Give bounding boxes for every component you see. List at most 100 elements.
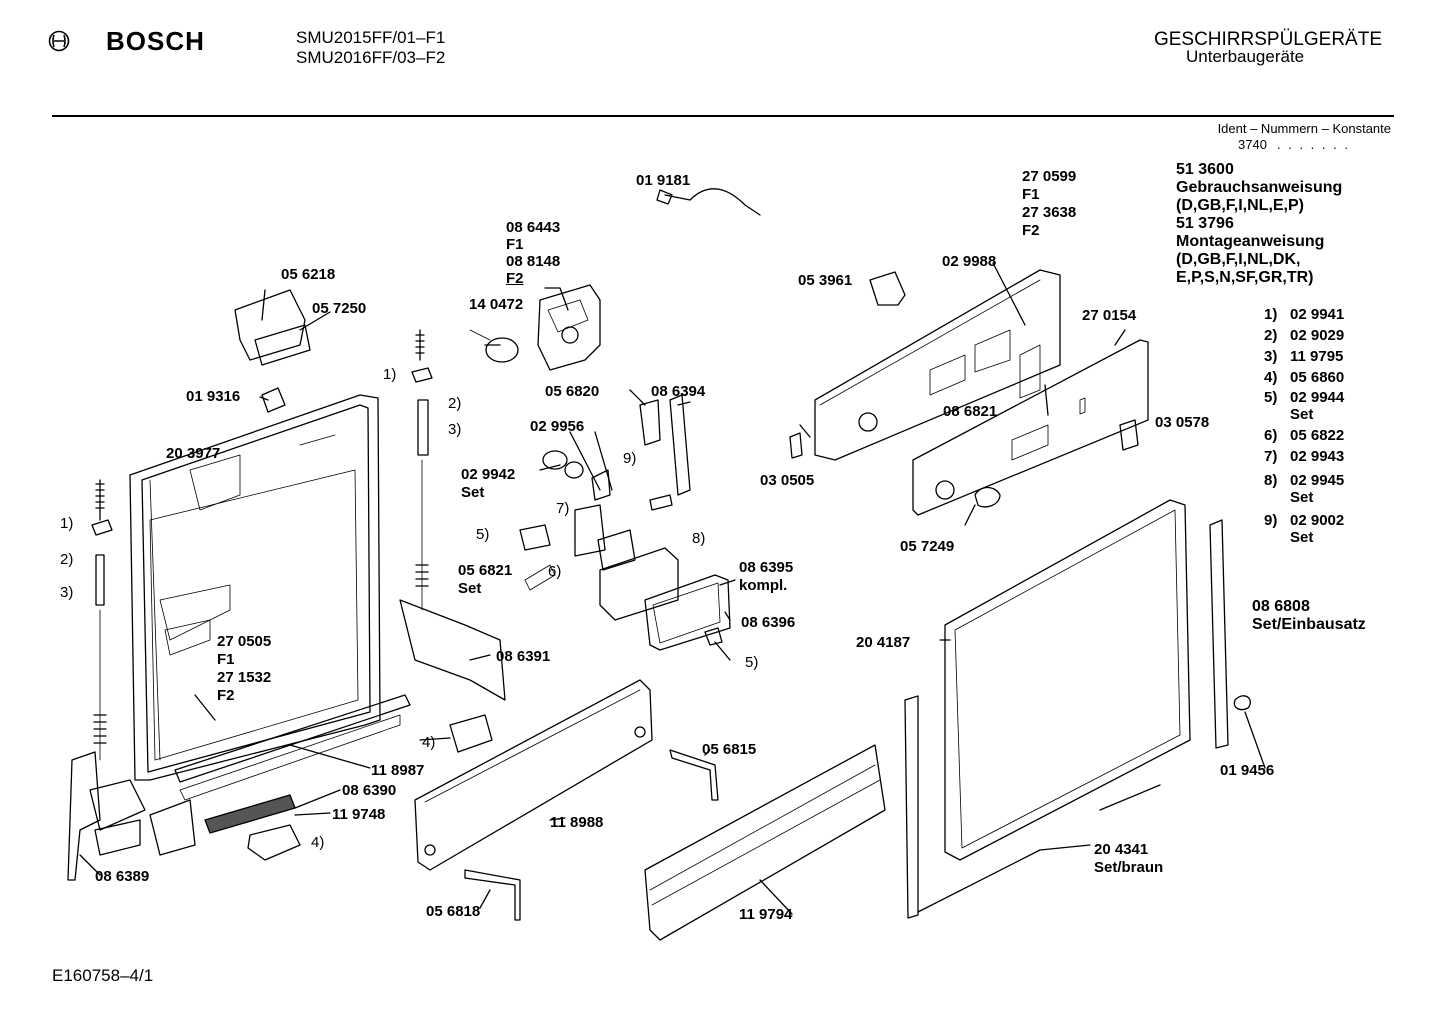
legend-key: 9): [1264, 512, 1278, 529]
side-bracket: [399, 599, 506, 701]
outer-door-panel: [944, 499, 1191, 861]
key-marker-1-left: 1): [60, 515, 74, 532]
product-category: GESCHIRRSPÜLGERÄTE: [1153, 29, 1382, 50]
key-marker-7: 7): [556, 500, 570, 517]
dispenser-parts: [519, 450, 731, 651]
install-set-label: Set/Einbausatz: [1252, 616, 1366, 633]
legend-key: 6): [1264, 427, 1278, 444]
callout-029956: 02 9956: [530, 418, 585, 435]
callout-057249: 05 7249: [900, 538, 955, 555]
legend-key: 2): [1264, 327, 1278, 344]
install-label: Montageanweisung: [1176, 233, 1325, 250]
legend-part: 02 9943: [1290, 448, 1345, 465]
key-marker-5-left: 5): [476, 526, 490, 543]
bosch-armature-logo-icon: [48, 30, 70, 52]
timer-assembly: [469, 284, 601, 371]
key-marker-2-right: 2): [448, 395, 462, 412]
cable-sensor: [656, 188, 761, 216]
callout-029942: 02 9942: [461, 466, 516, 483]
legend-key: 3): [1264, 348, 1278, 365]
key-marker-1-right: 1): [383, 366, 397, 383]
callout-057250: 05 7250: [312, 300, 367, 317]
control-panel-frame: [814, 269, 1061, 461]
side-strip-left: [904, 695, 919, 919]
brand-name: BOSCH: [106, 26, 205, 56]
callout-119748: 11 9748: [332, 806, 386, 823]
install-languages-2: E,P,S,N,SF,GR,TR): [1176, 269, 1314, 286]
callout-f2-door: F2: [217, 687, 235, 704]
drawing-code: E160758–4/1: [52, 966, 154, 985]
callout-056815: 05 6815: [702, 741, 757, 758]
callout-kompl: kompl.: [739, 577, 788, 594]
legend-key: 8): [1264, 472, 1278, 489]
model-number-1: SMU2015FF/01–F1: [296, 28, 446, 47]
clip-right: [1119, 419, 1139, 451]
legend-key: 4): [1264, 369, 1278, 386]
callout-f2-timer: F2: [506, 270, 524, 287]
hinge-left: [67, 751, 196, 881]
manual-languages: (D,GB,F,I,NL,E,P): [1176, 197, 1304, 214]
callout-f2-panel: F2: [1022, 222, 1040, 239]
legend-note: Set: [1290, 406, 1314, 423]
leg-bracket-right: [669, 749, 719, 801]
fascia-panel: [912, 339, 1149, 516]
bottom-rail-left: [174, 694, 493, 861]
callout-086395: 08 6395: [739, 559, 794, 576]
key-marker-8: 8): [692, 530, 706, 547]
legend-part: 02 9945: [1290, 472, 1345, 489]
callout-056818: 05 6818: [426, 903, 481, 920]
leader-lines: [79, 262, 1266, 915]
key-marker-2-left: 2): [60, 551, 74, 568]
side-strip-right: [1209, 519, 1229, 749]
callout-f1-timer: F1: [506, 236, 524, 253]
key-marker-9: 9): [623, 450, 637, 467]
callout-030505: 03 0505: [760, 472, 815, 489]
install-languages-1: (D,GB,F,I,NL,DK,: [1176, 251, 1301, 268]
legend-part: 05 6822: [1290, 427, 1345, 444]
inner-door-panel: [129, 394, 381, 781]
kick-plate: [414, 679, 653, 871]
callout-119794: 11 9794: [739, 906, 793, 923]
key-marker-6: 6): [548, 563, 562, 580]
callout-019181: 01 9181: [636, 172, 691, 189]
legend-part: 02 9941: [1290, 306, 1345, 323]
callout-056820: 05 6820: [545, 383, 600, 400]
model-number-2: SMU2016FF/03–F2: [296, 48, 446, 67]
key-marker-3-left: 3): [60, 584, 74, 601]
legend-key: 5): [1264, 389, 1278, 406]
callout-086396: 08 6396: [741, 614, 796, 631]
callout-086390: 08 6390: [342, 782, 397, 799]
legend-note: Set: [1290, 489, 1314, 506]
manual-part-number: 51 3600: [1176, 161, 1234, 178]
callout-019456: 01 9456: [1220, 762, 1275, 779]
callout-053961: 05 3961: [798, 272, 853, 289]
callout-086391: 08 6391: [496, 648, 551, 665]
ident-dots: . . . . . . .: [1277, 137, 1350, 152]
key-marker-4-top: 4): [422, 734, 436, 751]
callout-273638: 27 3638: [1022, 204, 1077, 221]
callout-f1-panel: F1: [1022, 186, 1040, 203]
callout-271532: 27 1532: [217, 669, 272, 686]
callout-f1-door: F1: [217, 651, 235, 668]
ident-number: 3740: [1238, 137, 1267, 152]
callout-270599: 27 0599: [1022, 168, 1077, 185]
callout-set-braun: Set/braun: [1094, 859, 1164, 876]
top-brackets: [234, 289, 311, 413]
install-set-part-number: 08 6808: [1252, 598, 1310, 615]
callout-270154: 27 0154: [1082, 307, 1137, 324]
lever-parts: [639, 394, 691, 511]
key-marker-3-right: 3): [448, 421, 462, 438]
callout-086394: 08 6394: [651, 383, 706, 400]
product-subcategory: Unterbaugeräte: [1186, 47, 1305, 66]
ident-label: Ident – Nummern – Konstante: [1217, 121, 1391, 136]
callout-203977: 20 3977: [166, 445, 221, 462]
callout-030578: 03 0578: [1155, 414, 1210, 431]
manual-label: Gebrauchsanweisung: [1176, 179, 1343, 196]
callout-086821: 08 6821: [943, 403, 998, 420]
legend-key: 1): [1264, 306, 1278, 323]
screw-right: [1233, 695, 1251, 711]
clip-left: [789, 432, 803, 459]
legend-key: 7): [1264, 448, 1278, 465]
legend-note: Set: [1290, 529, 1314, 546]
